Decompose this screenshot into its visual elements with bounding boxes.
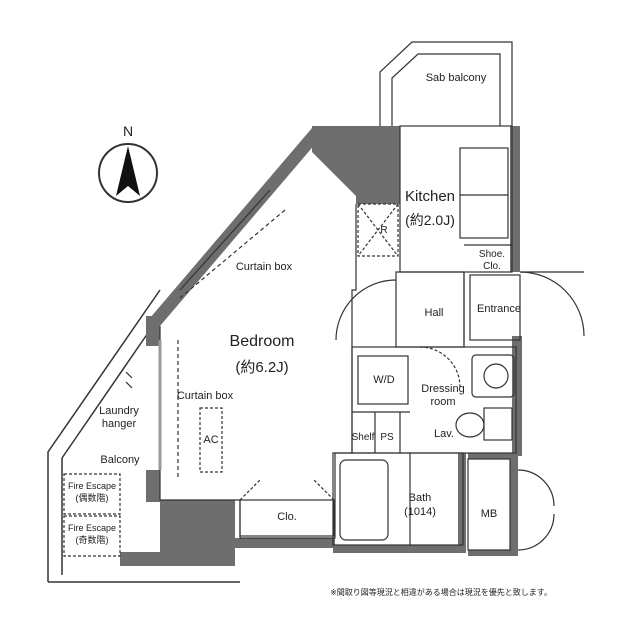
label-fire-escape-even-2: (偶数階) (76, 492, 109, 503)
label-fire-escape-odd-2: (奇数階) (76, 534, 109, 545)
room-labels: Sab balcony Kitchen (約2.0J) R Shoe. Clo.… (68, 72, 521, 545)
label-dressing-2: room (430, 396, 455, 408)
label-lavatory: Lav. (434, 428, 454, 440)
wall-bottom-block (120, 500, 235, 566)
wall-bath-right (458, 453, 466, 553)
label-bath-size: (1014) (404, 506, 436, 518)
wall-mb-right (510, 456, 518, 556)
label-kitchen: Kitchen (405, 188, 455, 205)
label-bedroom: Bedroom (230, 333, 295, 350)
label-laundry-2: hanger (102, 418, 137, 430)
label-laundry-1: Laundry (99, 405, 139, 417)
fire-escape-even-box (63, 473, 121, 515)
label-fire-escape-odd-1: Fire Escape (68, 523, 116, 533)
label-dressing-1: Dressing (421, 383, 464, 395)
wall-bottom (235, 538, 335, 548)
label-curtain-box-left: Curtain box (177, 390, 234, 402)
label-entrance: Entrance (477, 303, 521, 315)
label-ac: AC (203, 434, 218, 446)
refrigerator-outline (357, 203, 399, 257)
label-bath: Bath (409, 492, 432, 504)
label-refrigerator: R (380, 225, 387, 236)
label-shoe-closet-1: Shoe. (479, 249, 505, 260)
wall-mb-bottom (468, 550, 518, 556)
disclaimer-note: ※間取り図等現況と相違がある場合は現況を優先と致します。 (330, 587, 552, 597)
north-arrow-icon (116, 146, 140, 196)
label-washer-dryer: W/D (373, 374, 394, 386)
label-fire-escape-even-1: Fire Escape (68, 481, 116, 491)
label-shelf: Shelf (352, 432, 375, 443)
label-ps: PS (380, 432, 394, 443)
label-sub-balcony: Sab balcony (426, 72, 487, 84)
label-meter-box: MB (481, 508, 498, 520)
wall-mb-top (468, 453, 518, 459)
label-closet: Clo. (277, 511, 297, 523)
fire-escape-odd-box (63, 515, 121, 557)
label-balcony: Balcony (100, 454, 140, 466)
compass-ring (98, 143, 158, 203)
ac-unit (199, 407, 223, 473)
compass: N (98, 123, 158, 203)
wall-right-kitchen (510, 126, 520, 272)
wall-bath-bottom (333, 545, 463, 553)
compass-north-label: N (123, 123, 133, 139)
wall-top-block (312, 126, 400, 204)
wall-right-mid (512, 336, 522, 456)
label-kitchen-size: (約2.0J) (405, 212, 455, 228)
wall-left-lower (146, 470, 160, 502)
interior-lines (63, 41, 585, 557)
label-shoe-closet-2: Clo. (483, 261, 501, 272)
wall-left-upper (146, 316, 160, 346)
label-hall: Hall (425, 307, 444, 319)
balcony-slab (47, 289, 240, 583)
label-bedroom-size: (約6.2J) (235, 359, 288, 376)
label-curtain-box-top: Curtain box (236, 261, 293, 273)
